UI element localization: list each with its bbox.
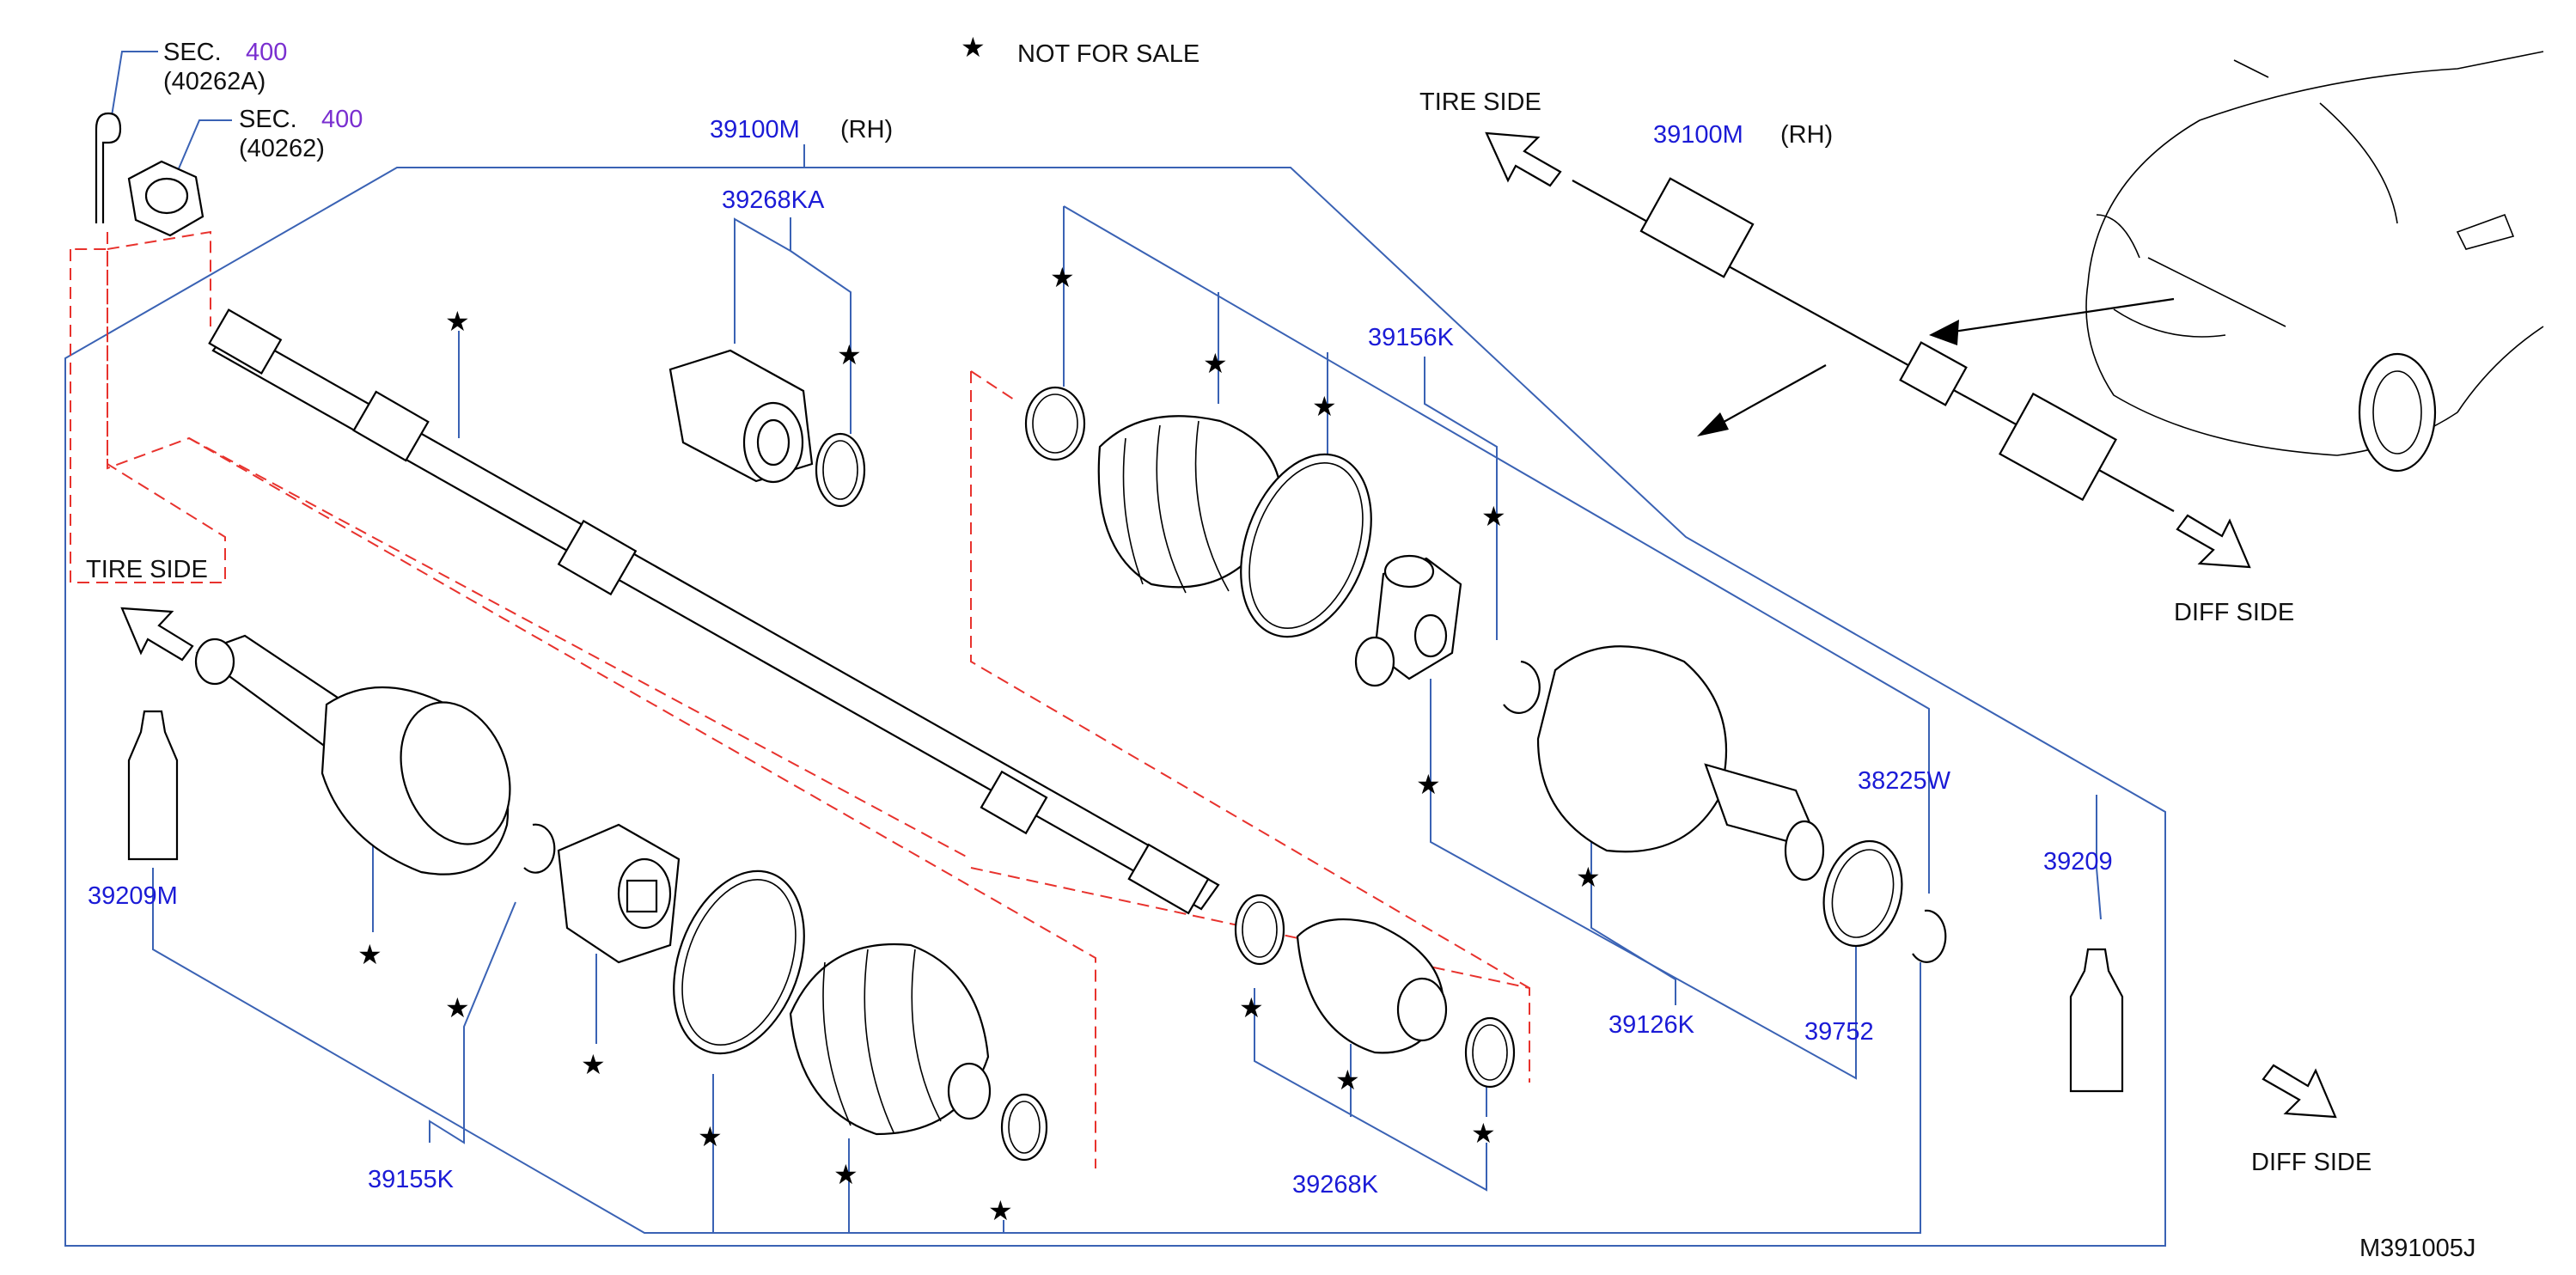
part-39268KA[interactable]: 39268KA	[722, 186, 825, 214]
part-39268K[interactable]: 39268K	[1292, 1171, 1379, 1199]
diff-side-arrow-bottom-icon	[2262, 1064, 2337, 1119]
svg-text:★: ★	[1335, 1064, 1360, 1096]
tire-side-arrow-inset-icon	[1485, 131, 1562, 187]
large-band-upper	[1240, 453, 1372, 638]
svg-text:★: ★	[1471, 1117, 1496, 1150]
snap-ring-upper	[1503, 660, 1541, 714]
boot-lower	[789, 943, 990, 1136]
part-38225W[interactable]: 38225W	[1858, 767, 1951, 795]
diff-side-bottom: DIFF SIDE	[2251, 1149, 2372, 1176]
svg-text:★: ★	[1050, 261, 1075, 294]
not-for-sale-legend: NOT FOR SALE	[1017, 40, 1199, 68]
long-shaft	[208, 308, 1220, 915]
outer-housing	[1536, 645, 1825, 882]
vehicle-inset	[1572, 51, 2544, 512]
svg-text:★: ★	[837, 339, 862, 371]
sec-a-label: SEC.	[163, 39, 222, 66]
inner-joint-part	[668, 349, 814, 484]
svg-text:★: ★	[445, 305, 470, 338]
part-39209[interactable]: 39209	[2043, 848, 2113, 875]
leader-lines	[64, 51, 2166, 1247]
svg-text:★: ★	[698, 1120, 723, 1153]
part-39209M[interactable]: 39209M	[88, 882, 178, 910]
not-for-sale-star-icon: ★	[961, 31, 986, 64]
sec-b-code: (40262)	[239, 135, 325, 162]
large-band-lower	[673, 869, 805, 1055]
part-shapes	[95, 112, 2124, 1162]
sec-b-number: 400	[321, 106, 363, 133]
band-39268k-left	[1234, 894, 1285, 966]
svg-text:★: ★	[1416, 768, 1441, 801]
part-39126K[interactable]: 39126K	[1608, 1011, 1695, 1039]
snap-ring-right	[1912, 909, 1947, 963]
diagram-code: M391005J	[2359, 1235, 2475, 1262]
svg-text:★: ★	[445, 991, 470, 1024]
hub-nut-icon	[127, 160, 204, 237]
inner-race	[557, 823, 681, 964]
tire-side-inset: TIRE SIDE	[1419, 88, 1541, 116]
small-band-lower	[1000, 1093, 1048, 1162]
tire-side-left: TIRE SIDE	[86, 556, 208, 583]
diff-side-arrow-inset-icon	[2176, 514, 2251, 569]
svg-text:★: ★	[1239, 991, 1264, 1024]
grease-tube-left	[127, 710, 179, 861]
svg-text:★: ★	[1481, 500, 1506, 533]
not-for-sale-stars: ★ ★ ★ ★ ★ ★ ★ ★ ★ ★ ★ ★ ★ ★ ★ ★ ★	[357, 261, 1601, 1227]
clamp-ring-top	[815, 432, 866, 508]
band-39268k-right	[1464, 1016, 1516, 1089]
sec-a-code: (40262A)	[163, 68, 266, 95]
diff-side-inset: DIFF SIDE	[2174, 599, 2294, 626]
svg-text:★: ★	[1312, 390, 1337, 423]
svg-text:★: ★	[988, 1194, 1013, 1227]
svg-text:★: ★	[833, 1158, 858, 1191]
labels: ★ NOT FOR SALE SEC. 400 (40262A) SEC. 40…	[86, 31, 2475, 1262]
tripod-spider	[1354, 554, 1462, 687]
sec-a-number: 400	[246, 39, 287, 66]
rh-inset: (RH)	[1780, 121, 1833, 149]
grease-tube-right	[2069, 948, 2124, 1093]
split-pin-icon	[95, 112, 122, 223]
snap-ring-lower	[523, 823, 556, 874]
svg-text:★: ★	[1576, 861, 1601, 894]
part-39155K[interactable]: 39155K	[368, 1166, 455, 1193]
svg-text:★: ★	[357, 938, 382, 971]
rh-main: (RH)	[840, 116, 893, 143]
part-39100M-inset[interactable]: 39100M	[1653, 121, 1743, 149]
boot-band-upper	[1024, 386, 1086, 461]
svg-text:★: ★	[581, 1048, 606, 1081]
sec-b-label: SEC.	[239, 106, 297, 133]
outer-cv-joint	[194, 634, 511, 875]
svg-text:★: ★	[1203, 347, 1228, 380]
part-39156K[interactable]: 39156K	[1368, 324, 1455, 351]
dashed-groups	[70, 230, 1530, 1168]
tire-side-arrow-left-icon	[120, 607, 194, 662]
part-39752[interactable]: 39752	[1804, 1018, 1874, 1046]
part-39100M-main[interactable]: 39100M	[710, 116, 800, 143]
